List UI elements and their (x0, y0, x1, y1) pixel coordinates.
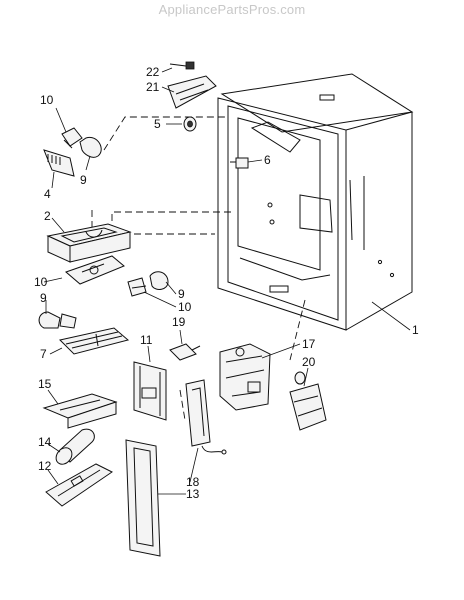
callout-13: 13 (186, 487, 200, 501)
callout-19: 19 (172, 315, 186, 329)
lamp-socket-part-10-mid (127, 277, 147, 297)
callout-9-left: 9 (40, 291, 47, 305)
tray-part-12 (45, 463, 113, 507)
callout-10-top: 10 (40, 93, 54, 107)
callout-9-top: 9 (80, 173, 87, 187)
bracket-part-11 (133, 361, 167, 421)
callout-1: 1 (412, 323, 419, 337)
cylinder-part-14 (55, 428, 95, 465)
leader-lines (43, 67, 411, 495)
callout-2: 2 (44, 209, 51, 223)
watermark: AppliancePartsPros.com (158, 2, 306, 17)
lamp-socket-part-10-top (61, 127, 83, 149)
callout-21: 21 (146, 80, 160, 94)
callout-5: 5 (154, 117, 161, 131)
callout-7: 7 (40, 347, 47, 361)
valve-part-20 (289, 371, 327, 431)
callout-14: 14 (38, 435, 52, 449)
callout-10-right: 10 (178, 300, 192, 314)
callout-15: 15 (38, 377, 52, 391)
clip-part-6 (230, 157, 249, 169)
callout-4: 4 (44, 187, 51, 201)
frame-part-13 (125, 439, 161, 557)
callout-11: 11 (140, 333, 153, 347)
guide-lines (91, 116, 306, 421)
control-assembly-part-17 (219, 343, 271, 411)
light-cover-part-7 (59, 327, 130, 355)
callout-6: 6 (264, 153, 271, 167)
callout-12: 12 (38, 459, 52, 473)
housing-part-2 (46, 223, 132, 263)
callout-22: 22 (146, 65, 160, 79)
bracket-part-21 (167, 75, 217, 109)
liner-box-part-1 (217, 73, 414, 331)
callout-18: 18 (186, 475, 200, 489)
callout-10-left: 10 (34, 275, 48, 289)
bulb-part-9-left (38, 311, 77, 329)
heater-part-18 (185, 379, 227, 455)
chute-part-15 (42, 393, 118, 429)
housing-lower-tray (65, 255, 125, 285)
lamp-cover-part-4 (43, 149, 75, 177)
grommet-part-5 (183, 116, 197, 132)
bulb-part-9-top (79, 136, 102, 158)
bulb-part-9-mid-right (149, 271, 169, 290)
callout-labels: 22 21 5 6 10 4 9 2 10 9 9 10 7 1 19 11 1… (34, 65, 419, 501)
thermistor-part-19 (169, 343, 201, 361)
screw-part-22 (169, 61, 195, 70)
callout-20: 20 (302, 355, 316, 369)
callout-17: 17 (302, 337, 316, 351)
callout-9-right: 9 (178, 287, 185, 301)
